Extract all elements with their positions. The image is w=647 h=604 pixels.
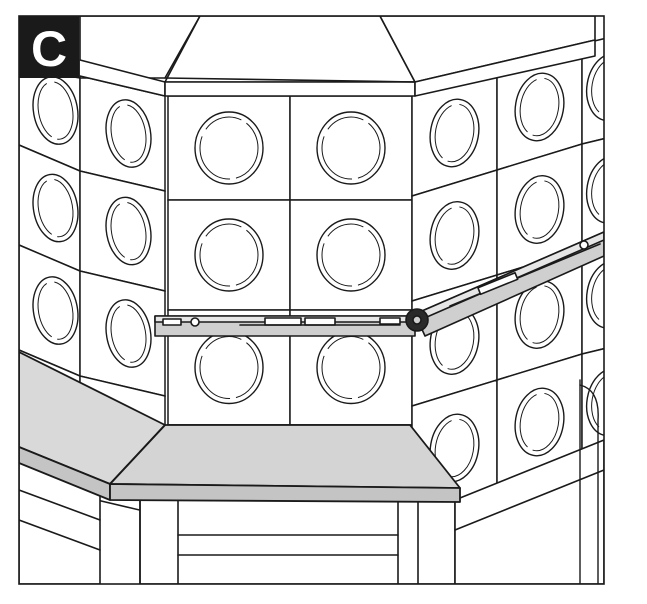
right-edge-detail <box>579 379 599 584</box>
top-cornice <box>19 16 596 97</box>
tile <box>289 309 413 426</box>
panel-label: C <box>19 16 79 78</box>
stove-base <box>19 439 604 584</box>
tile <box>581 242 604 355</box>
tile <box>167 95 291 201</box>
tile <box>289 95 413 201</box>
folding-ruler-tool <box>154 231 604 337</box>
figure-frame <box>18 15 605 585</box>
tile <box>581 137 604 250</box>
tile <box>289 199 413 311</box>
tile <box>581 37 604 145</box>
tile <box>167 199 291 311</box>
tile <box>79 270 166 397</box>
shelf <box>19 351 461 503</box>
tile <box>79 170 166 292</box>
panel-label-text: C <box>31 21 67 77</box>
